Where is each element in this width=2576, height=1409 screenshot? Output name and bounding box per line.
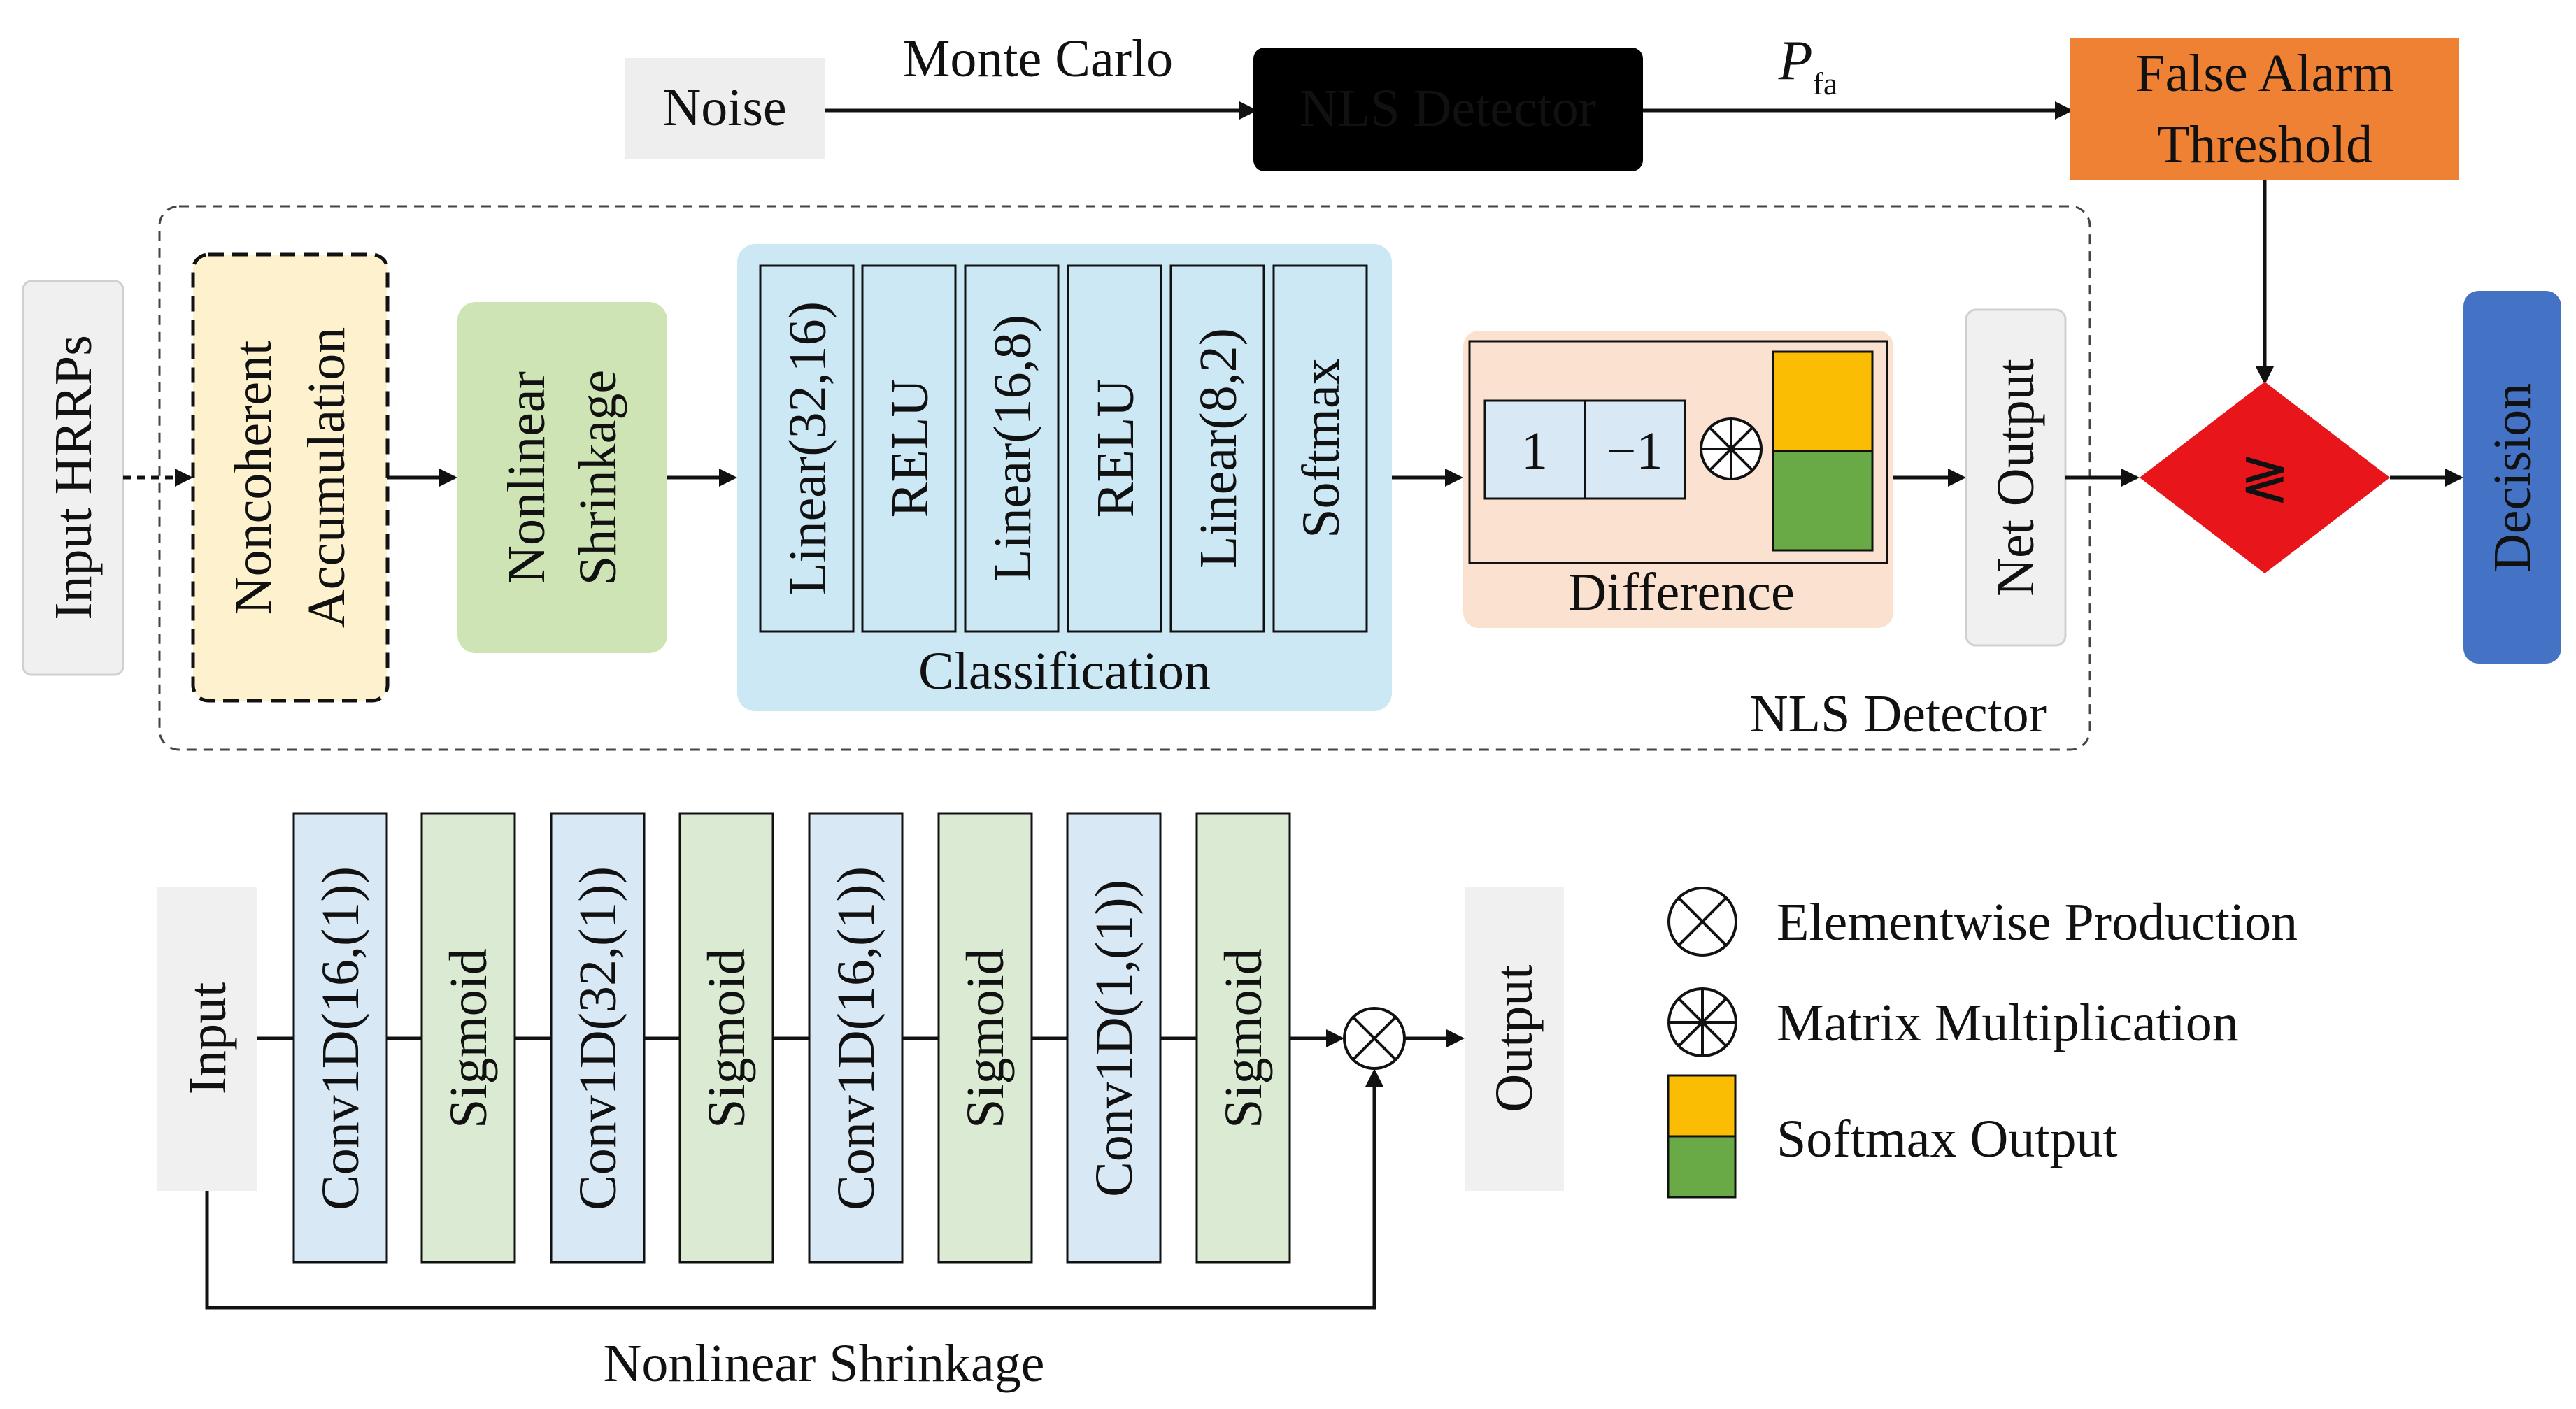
conv1d-32-box (550, 812, 646, 1264)
relu-2-label: RELU (1086, 379, 1145, 517)
nls-detector-top-label: NLS Detector (1300, 79, 1596, 138)
softmax-box (1272, 264, 1368, 633)
sigmoid-2-label: Sigmoid (697, 948, 756, 1129)
softmax-output-yellow-cell (1772, 350, 1874, 452)
comparator-diamond (2140, 382, 2390, 573)
classification-label: Classification (918, 642, 1211, 701)
input-hrrps-label: Input HRRPs (44, 335, 103, 620)
pfa-label: Pfa (1778, 30, 1838, 101)
elementwise-product-icon (1343, 1007, 1406, 1070)
linear-8-2-box (1169, 264, 1265, 633)
decision-label: Decision (2483, 383, 2542, 572)
difference-minus-one-label: −1 (1607, 422, 1663, 480)
conv1d-16b-label: Conv1D(16,(1)) (827, 866, 885, 1210)
difference-inner-frame (1468, 340, 1888, 564)
softmax-label: Softmax (1292, 358, 1351, 538)
noise-box (625, 58, 825, 159)
shrinkage-output-box (1465, 887, 1564, 1191)
shrinkage-layers: Conv1D(16,(1)) Sigmoid Conv1D(32,(1)) Si… (292, 812, 1291, 1264)
shrinkage-line1: Nonlinear (497, 371, 556, 584)
nls-detector-frame-label: NLS Detector (1750, 685, 2047, 743)
shrinkage-line2: Shrinkage (569, 370, 627, 585)
skip-connection (205, 1073, 1376, 1310)
linear-32-16-box (759, 264, 855, 633)
monte-carlo-label: Monte Carlo (903, 29, 1173, 88)
sigmoid-1-box (420, 812, 516, 1264)
sigmoid-1-label: Sigmoid (439, 948, 498, 1129)
sigmoid-4-box (1195, 812, 1291, 1264)
relu-1-box (861, 264, 957, 633)
linear-16-8-label: Linear(16,8) (983, 315, 1042, 582)
linear-8-2-label: Linear(8,2) (1189, 328, 1248, 568)
shrinkage-caption: Nonlinear Shrinkage (603, 1334, 1044, 1393)
conv1d-16-label: Conv1D(16,(1)) (311, 866, 370, 1210)
noise-label: Noise (662, 78, 786, 137)
conv1d-32-label: Conv1D(32,(1)) (569, 866, 627, 1210)
noncoherent-accumulation-box (191, 252, 390, 703)
legend: Elementwise Production Matrix Multiplica… (1667, 887, 2298, 1199)
false-alarm-threshold-box (2070, 38, 2459, 180)
difference-minus-one-cell (1584, 399, 1686, 500)
shrinkage-input-box (157, 887, 257, 1191)
sigmoid-4-label: Sigmoid (1214, 948, 1273, 1129)
false-alarm-line2: Threshold (2157, 115, 2372, 174)
legend-matrix-icon (1667, 987, 1737, 1057)
sigmoid-2-box (678, 812, 774, 1264)
softmax-output-green-cell (1772, 450, 1874, 552)
nls-detector-top-box (1253, 48, 1643, 171)
shrinkage-output-label: Output (1485, 964, 1544, 1112)
relu-2-box (1067, 264, 1162, 633)
legend-softmax-label: Softmax Output (1777, 1110, 2118, 1168)
conv1d-1-label: Conv1D(1,(1)) (1085, 880, 1144, 1197)
comparator-symbol: ≷ (2240, 444, 2290, 511)
accumulation-line1: Noncoherent (224, 341, 283, 615)
matrix-multiplication-icon (1700, 417, 1763, 480)
legend-softmax-yellow (1667, 1074, 1737, 1138)
legend-softmax-green (1667, 1135, 1737, 1199)
conv1d-16-box (292, 812, 388, 1264)
classification-layers: Linear(32,16) RELU Linear(16,8) RELU Lin… (759, 264, 1368, 633)
linear-16-8-box (964, 264, 1060, 633)
sigmoid-3-label: Sigmoid (956, 948, 1015, 1129)
nonlinear-shrinkage-box (457, 302, 667, 653)
shrinkage-input-label: Input (178, 982, 237, 1094)
legend-elementwise-icon (1667, 887, 1737, 957)
false-alarm-line1: False Alarm (2135, 44, 2393, 103)
accumulation-line2: Accumulation (297, 327, 356, 629)
relu-1-label: RELU (881, 379, 939, 517)
difference-one-label: 1 (1521, 422, 1548, 480)
legend-elementwise-label: Elementwise Production (1777, 893, 2298, 952)
decision-box (2463, 291, 2561, 664)
conv1d-1-box (1066, 812, 1162, 1264)
sigmoid-3-box (937, 812, 1033, 1264)
conv1d-16b-box (808, 812, 904, 1264)
legend-matrix-label: Matrix Multiplication (1777, 994, 2239, 1052)
net-output-label: Net Output (1986, 359, 2045, 596)
difference-label: Difference (1568, 563, 1794, 622)
linear-32-16-label: Linear(32,16) (778, 301, 837, 595)
